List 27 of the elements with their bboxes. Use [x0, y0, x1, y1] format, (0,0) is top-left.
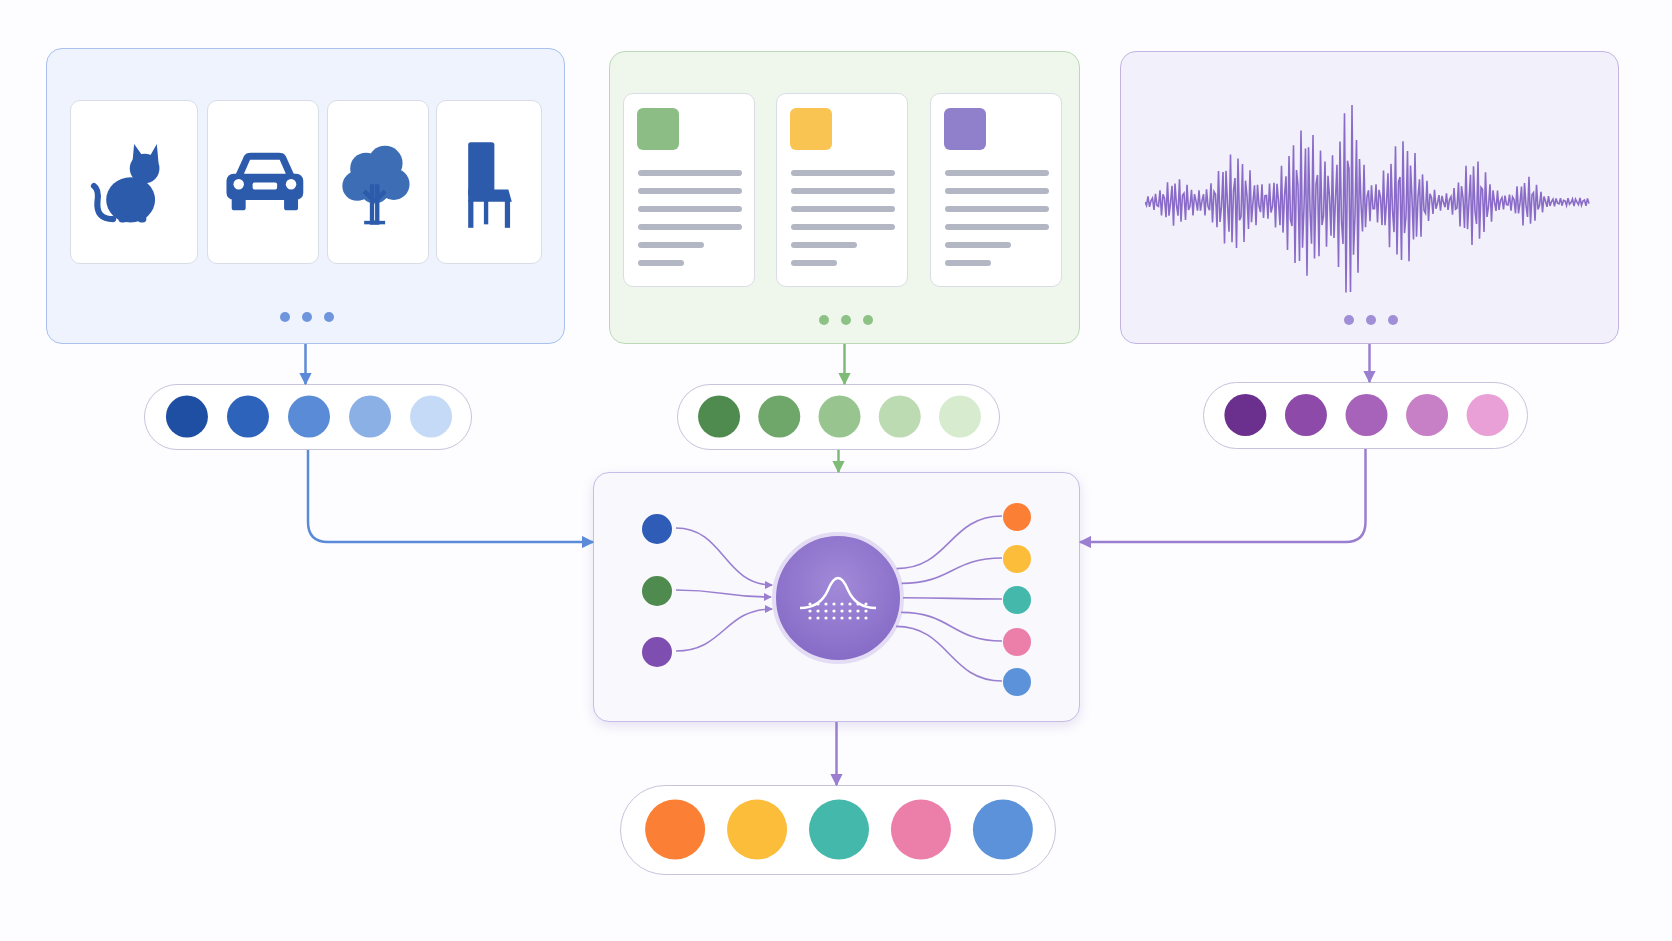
document-panel	[609, 51, 1080, 344]
input-dot	[642, 514, 672, 544]
image-panel	[46, 48, 565, 344]
connector-line	[675, 527, 773, 589]
connector-line	[675, 589, 772, 601]
output-dot	[1003, 668, 1031, 696]
output-dot	[1003, 503, 1031, 531]
connector-line	[900, 557, 1003, 585]
output-dot	[1003, 628, 1031, 656]
arrow	[838, 344, 851, 386]
connector-line	[902, 596, 1003, 600]
arrow	[1078, 449, 1367, 549]
fusion-box	[593, 472, 1080, 722]
input-dot	[642, 576, 672, 606]
arrow	[1363, 344, 1376, 384]
arrow	[299, 344, 312, 386]
connector-line	[900, 611, 1003, 642]
connector-line	[895, 625, 1003, 682]
waveform-panel	[1120, 51, 1619, 344]
output-dot	[1003, 545, 1031, 573]
connector-line	[895, 515, 1003, 570]
input-dot	[642, 637, 672, 667]
connector-line	[675, 605, 773, 652]
output-dot	[1003, 586, 1031, 614]
arrow	[830, 722, 843, 787]
arrow	[832, 450, 845, 474]
arrow	[306, 450, 595, 549]
